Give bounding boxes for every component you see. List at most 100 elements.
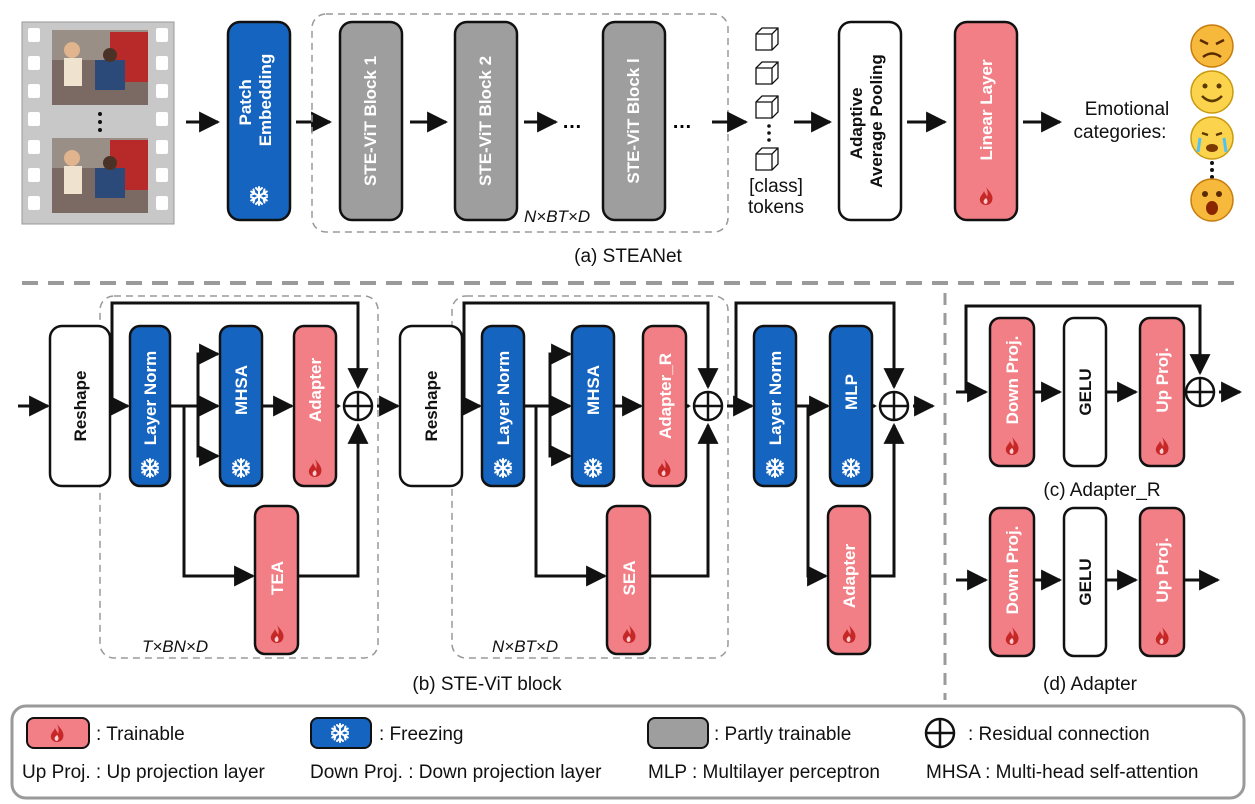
temporal-group-box (99, 295, 379, 659)
legend-partly-label: : Partly trainable (714, 724, 851, 745)
residual-3-icon (878, 390, 910, 422)
caption-a: (a) STEANet (574, 246, 682, 267)
gelu-block-r: GELU (1062, 316, 1108, 468)
svg-text:Patch Embedding: Patch Embedding (236, 54, 275, 147)
ellipsis-2: … (672, 111, 692, 133)
reshape-block-2: Reshape (398, 324, 464, 488)
caption-b: (b) STE-ViT block (412, 674, 562, 695)
legend-mhsa: MHSA : Multi-head self-attention (926, 762, 1198, 783)
up-proj-block-d: Up Proj. (1138, 506, 1186, 658)
dim-label-1: T×BN×D (142, 637, 208, 656)
video-frame-1 (52, 30, 148, 105)
adapter-r-detail: Down Proj. GELU Up Proj. (c) Adapter_R (956, 304, 1243, 501)
patch-embedding-label-2: Embedding (256, 54, 275, 147)
adapter-r-block: Adapter_R (641, 324, 688, 488)
adapter-detail: Down Proj. GELU Up Proj. (d) Adapter (956, 506, 1221, 695)
emoji-angry-icon (1190, 24, 1234, 68)
caption-c: (c) Adapter_R (1043, 480, 1160, 501)
pooling-label-1: Adaptive (847, 87, 866, 159)
ste-vit-block-1: STE-ViT Block 1 (338, 20, 404, 222)
legend-residual: : Residual connection (924, 717, 1150, 749)
dim-label-2: N×BT×D (492, 637, 558, 656)
tea-label: TEA (268, 561, 287, 595)
linear-layer-block: Linear Layer (953, 20, 1019, 222)
ellipsis-dots (98, 112, 102, 132)
legend-up-proj: Up Proj. : Up projection layer (22, 762, 266, 783)
linear-layer-label: Linear Layer (977, 59, 996, 160)
mhsa-block-2: MHSA (570, 324, 616, 488)
class-tokens-label-2: tokens (748, 197, 804, 218)
ste-vit-block-2-label: STE-ViT Block 2 (476, 56, 495, 186)
class-token-cubes (755, 27, 779, 171)
residual-2-icon (692, 390, 724, 422)
layer-norm-block-2: Layer Norm (480, 324, 526, 488)
ste-vit-block-2: STE-ViT Block 2 (453, 20, 519, 222)
adapter-r-label: Adapter_R (656, 353, 675, 439)
legend: : Trainable : Freezing : Partly trainabl… (10, 704, 1246, 800)
down-proj-block-d: Down Proj. (988, 506, 1036, 658)
pooling-label-2: Average Pooling (867, 54, 886, 188)
down-proj-block-r: Down Proj. (988, 316, 1036, 468)
ste-vit-block-l-label: STE-ViT Block l (624, 58, 643, 183)
up-proj-label-d: Up Proj. (1153, 537, 1172, 602)
patch-embedding-block: Patch Embedding (226, 20, 292, 222)
dim-label-top: N×BT×D (524, 207, 590, 226)
video-frame-2 (52, 138, 148, 213)
mhsa-block-1: MHSA (218, 324, 264, 488)
emoji-ellipsis (1210, 161, 1214, 179)
layer-norm-block-1: Layer Norm (128, 324, 172, 488)
mhsa-label-2: MHSA (584, 365, 603, 415)
layer-norm-block-3: Layer Norm (752, 324, 798, 488)
down-proj-label-d: Down Proj. (1003, 526, 1022, 615)
svg-text:Adaptive Average Pooling: Adaptive Average Pooling (847, 54, 886, 188)
legend-freezing-label: : Freezing (379, 724, 463, 745)
legend-trainable-label: : Trainable (96, 724, 185, 745)
film-strip (21, 21, 175, 225)
cube-ellipsis (767, 124, 771, 142)
legend-mlp: MLP : Multilayer perceptron (648, 762, 880, 783)
mlp-label: MLP (842, 374, 861, 410)
reshape-block-1: Reshape (48, 324, 112, 488)
caption-d: (d) Adapter (1043, 674, 1138, 695)
patch-embedding-label-1: Patch (236, 79, 255, 125)
layer-norm-label-3: Layer Norm (766, 351, 785, 445)
layer-norm-label-1: Layer Norm (141, 351, 160, 445)
down-proj-label-r: Down Proj. (1003, 336, 1022, 425)
gelu-block-d: GELU (1062, 506, 1108, 658)
residual-1-icon (342, 390, 374, 422)
mlp-block: MLP (828, 324, 874, 488)
emoji-crying-icon (1190, 116, 1234, 160)
ste-vit-block-1-label: STE-ViT Block 1 (361, 56, 380, 186)
legend-down-proj: Down Proj. : Down projection layer (310, 762, 602, 783)
reshape-label-2: Reshape (422, 371, 441, 442)
ste-vit-block-detail: T×BN×D N×BT×D (18, 295, 936, 695)
gelu-label-d: GELU (1076, 558, 1095, 605)
adapter-label-1: Adapter (306, 358, 325, 423)
sea-label: SEA (620, 561, 639, 596)
legend-partly: : Partly trainable (647, 717, 851, 749)
emotional-label-1: Emotional (1085, 99, 1170, 120)
layer-norm-label-2: Layer Norm (494, 351, 513, 445)
reshape-label-1: Reshape (71, 371, 90, 442)
up-proj-block-r: Up Proj. (1138, 316, 1186, 468)
legend-freezing: : Freezing (310, 717, 463, 749)
gelu-label-r: GELU (1076, 368, 1095, 415)
adapter-label-2: Adapter (840, 544, 859, 609)
emotional-label-2: categories: (1074, 122, 1167, 143)
ellipsis-1: … (562, 111, 582, 133)
adaptive-pooling-block: Adaptive Average Pooling (837, 20, 903, 222)
adapter-block-mlp: Adapter (826, 504, 872, 656)
legend-residual-label: : Residual connection (968, 724, 1150, 745)
legend-trainable: : Trainable (26, 717, 185, 749)
adapter-block-1: Adapter (292, 324, 338, 488)
mhsa-label-1: MHSA (232, 365, 251, 415)
sea-block: SEA (605, 504, 652, 656)
ste-vit-block-l: STE-ViT Block l (601, 20, 667, 222)
emoji-scared-icon (1190, 178, 1234, 222)
residual-4-icon (1184, 376, 1216, 408)
up-proj-label-r: Up Proj. (1153, 347, 1172, 412)
tea-block: TEA (253, 504, 300, 656)
emoji-happy-icon (1190, 70, 1234, 114)
